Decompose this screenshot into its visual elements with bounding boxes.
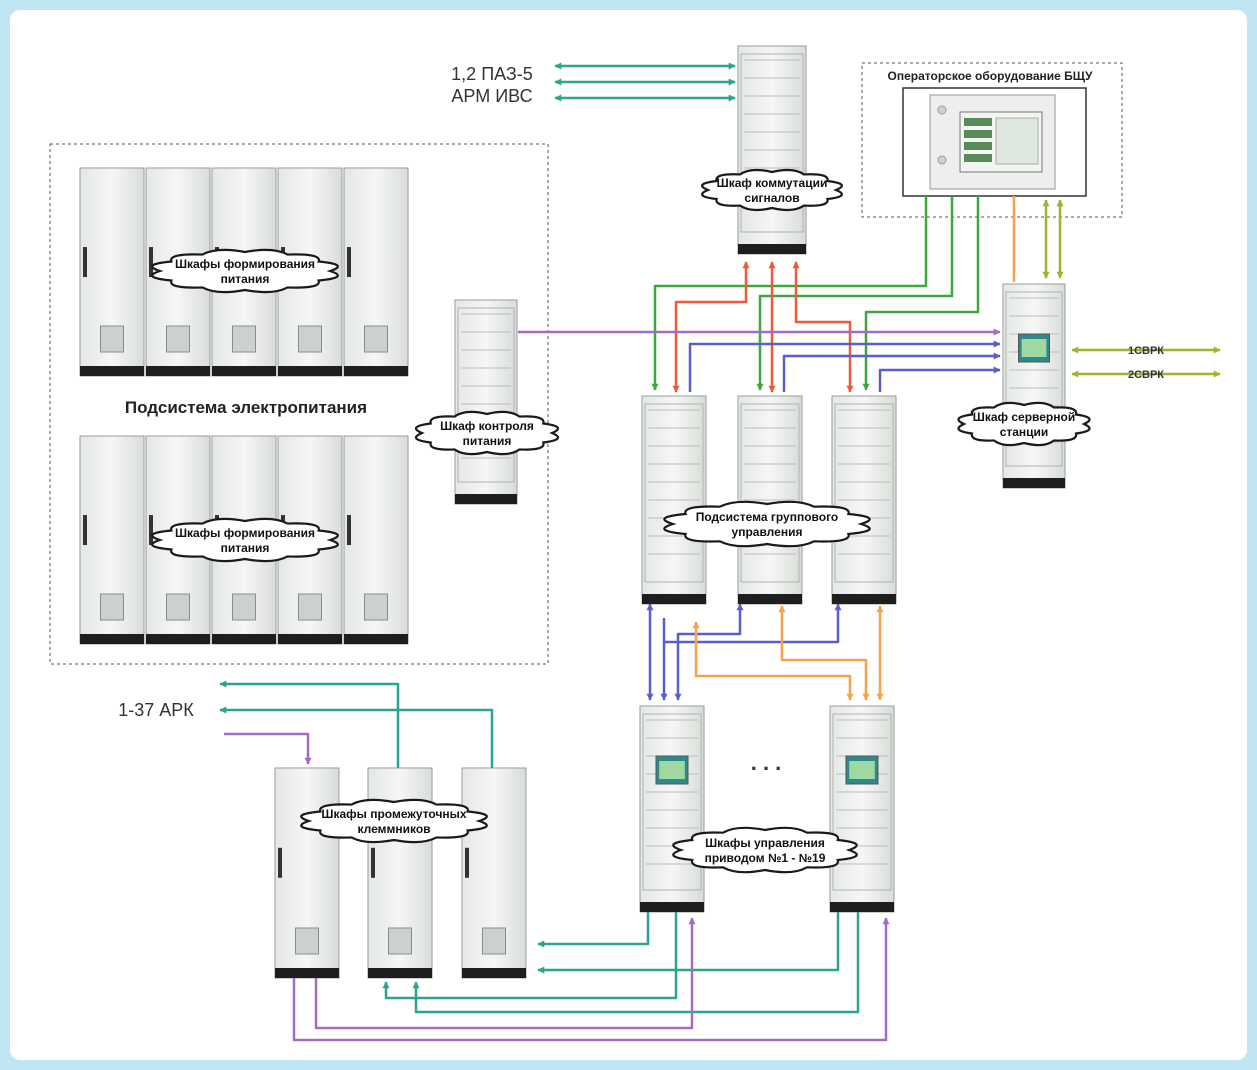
connector-line-6 bbox=[866, 196, 978, 390]
connector-line-15 bbox=[784, 356, 1000, 392]
connector-line-27 bbox=[220, 710, 492, 768]
ark-label: 1-37 АРК bbox=[118, 700, 194, 720]
cloud-terminal-line-1: Шкафы промежуточных bbox=[321, 807, 467, 821]
cloud-group-control-line-1: Подсистема группового bbox=[696, 510, 839, 524]
cloud-power-forming-1-line-1: Шкафы формирования bbox=[175, 257, 315, 271]
cloud-group-control-line-2: управления bbox=[732, 525, 803, 539]
cloud-drive-control-line-1: Шкафы управления bbox=[705, 836, 825, 850]
connector-line-30 bbox=[538, 912, 838, 970]
connector-line-29 bbox=[538, 912, 648, 944]
connector-line-16 bbox=[880, 370, 1000, 392]
drive-control-cabinet-19 bbox=[830, 706, 894, 912]
connector-line-28 bbox=[224, 734, 308, 764]
cloud-drive-control-line-2: приводом №1 - №19 bbox=[705, 851, 826, 865]
connector-line-14 bbox=[690, 344, 1000, 392]
connector-line-10 bbox=[676, 262, 746, 392]
group-control-cabinet-1 bbox=[642, 396, 706, 604]
cloud-server-station-line-2: станции bbox=[1000, 425, 1049, 439]
cloud-server-station-line-1: Шкаф серверной bbox=[973, 410, 1075, 424]
power-forming-cabinet-top-1 bbox=[80, 168, 144, 376]
cloud-power-forming-2-line-2: питания bbox=[221, 541, 270, 555]
server-station-cabinet bbox=[1003, 284, 1065, 488]
connector-line-12 bbox=[796, 262, 850, 392]
svrk1-label: 1СВРК bbox=[1128, 345, 1164, 357]
power-subsystem-label: Подсистема электропитания bbox=[125, 398, 367, 417]
cloud-power-control-line-2: питания bbox=[463, 434, 512, 448]
connector-line-21 bbox=[678, 604, 740, 700]
cloud-power-forming-1-line-2: питания bbox=[221, 272, 270, 286]
operator-equipment-label: Операторское оборудование БЩУ bbox=[888, 69, 1093, 83]
group-control-cabinet-3 bbox=[832, 396, 896, 604]
cloud-power-control-line-1: Шкаф контроля bbox=[440, 419, 534, 433]
cloud-terminal-line-2: клеммников bbox=[357, 822, 430, 836]
power-control-cabinet bbox=[455, 300, 517, 504]
ellipsis: . . . bbox=[751, 750, 782, 775]
svrk2-label: 2СВРК bbox=[1128, 369, 1164, 381]
terminal-cabinet-1 bbox=[275, 768, 339, 978]
paz-label: 1,2 ПАЗ-5 bbox=[451, 64, 533, 84]
group-control-cabinet-2 bbox=[738, 396, 802, 604]
terminal-cabinet-3 bbox=[462, 768, 526, 978]
power-forming-cabinet-bottom-5 bbox=[344, 436, 408, 644]
operator-console bbox=[903, 88, 1086, 196]
arm-label: АРМ ИВС bbox=[451, 86, 532, 106]
cloud-signal-switch-line-2: сигналов bbox=[744, 191, 799, 205]
power-forming-cabinet-top-5 bbox=[344, 168, 408, 376]
signal-switch-cabinet bbox=[738, 46, 806, 254]
connector-line-22 bbox=[664, 604, 838, 642]
cloud-power-forming-2-line-1: Шкафы формирования bbox=[175, 526, 315, 540]
cloud-signal-switch-line-1: Шкаф коммутации bbox=[717, 176, 828, 190]
drive-control-cabinet-1 bbox=[640, 706, 704, 912]
power-forming-cabinet-bottom-1 bbox=[80, 436, 144, 644]
connector-line-24 bbox=[782, 606, 866, 700]
